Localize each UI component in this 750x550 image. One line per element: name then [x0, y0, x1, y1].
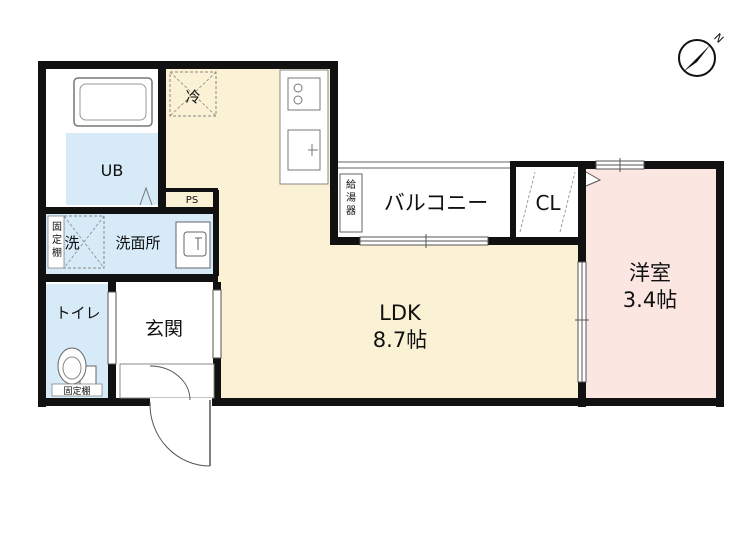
ldk-size-label: 8.7帖 [373, 328, 427, 352]
wall-washroom-right [213, 190, 219, 276]
ub-label: UB [101, 161, 124, 180]
fixed-shelf-box [47, 215, 65, 269]
kitchen-counter [279, 69, 329, 185]
western-window-marker [585, 171, 602, 187]
balcony-label: バルコニー [384, 191, 489, 215]
wall-ps-top [166, 188, 218, 192]
water-heater-box [339, 173, 363, 233]
entrance-openings [107, 289, 222, 399]
front-door [149, 365, 212, 467]
compass-north-label: N [711, 31, 726, 46]
ub-floor [66, 133, 161, 205]
western-room-floor [586, 168, 716, 398]
washer-label: 洗 [64, 234, 79, 252]
toilet-label: トイレ [55, 304, 100, 322]
wall-cl-left [510, 161, 516, 241]
wall-bath-right [158, 61, 166, 211]
ps-label: PS [186, 195, 198, 206]
washroom-label: 洗面所 [115, 234, 160, 252]
compass-icon: N [678, 31, 726, 77]
wall-washroom-bottom [46, 274, 218, 282]
fridge-space [169, 71, 217, 117]
balcony-window [359, 234, 489, 248]
toilet-bowl [51, 347, 103, 397]
wall-cl-top [510, 161, 585, 167]
ldk-floor [166, 68, 580, 398]
wall-kitchen-right [330, 61, 338, 245]
western-window [595, 158, 645, 172]
bathtub [73, 77, 153, 127]
closet-box [516, 167, 578, 237]
wash-basin [175, 221, 211, 269]
entrance-label: 玄関 [145, 318, 183, 340]
wall-top-left [38, 61, 338, 69]
balcony-outline [338, 161, 510, 169]
western-size-label: 3.4帖 [623, 288, 677, 312]
water-heater-label: 給湯器 [346, 178, 356, 217]
ldk-name-label: LDK [379, 301, 422, 325]
fridge-label: 冷 [185, 88, 200, 106]
fixed-shelf-small-label: 固定棚 [63, 385, 90, 397]
western-sliding-door [575, 261, 589, 383]
fixed-shelf-label: 固定棚 [52, 221, 62, 259]
wall-ub-bottom [46, 207, 216, 214]
western-name-label: 洋室 [629, 261, 671, 285]
wall-left [38, 61, 46, 407]
ub-door-arc [139, 186, 153, 206]
wall-western-right [716, 161, 724, 407]
closet-label: CL [535, 191, 561, 215]
wall-western-top [578, 161, 724, 169]
wall-bottom [38, 398, 724, 406]
